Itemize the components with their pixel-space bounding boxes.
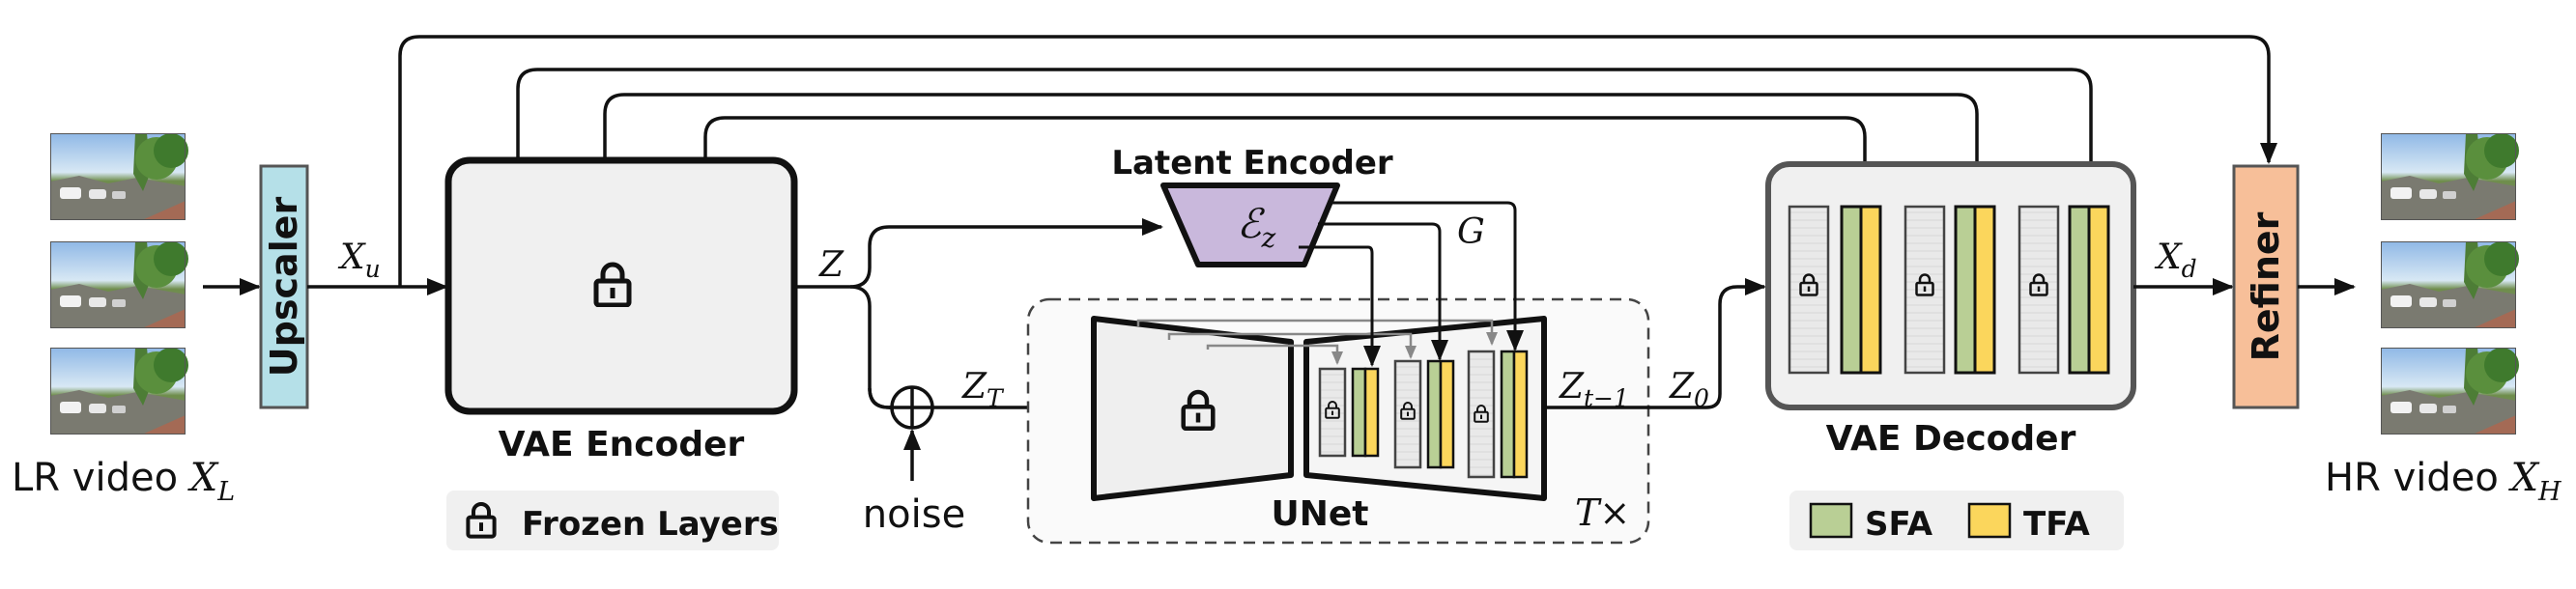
legend-tfa-label: TFA	[2023, 505, 2091, 544]
unet-frozen-layer	[1467, 350, 1496, 479]
signal-z: Z	[818, 245, 844, 285]
unet-label: UNet	[1272, 494, 1369, 534]
decoder-sfa-layer	[1954, 205, 1977, 375]
legend-sfa-label: SFA	[1865, 505, 1933, 544]
output-frame-1	[2380, 133, 2520, 220]
signal-z0: Z0	[1669, 367, 1709, 412]
unet-tfa-layer	[1363, 367, 1380, 458]
vae-decoder-label: VAE Decoder	[1826, 419, 2076, 459]
input-frame-2	[49, 241, 189, 328]
input-frame-3	[49, 348, 189, 435]
unet-sfa-layer	[1351, 367, 1367, 458]
decoder-tfa-layer	[1973, 205, 1996, 375]
output-frame-2	[2380, 241, 2520, 328]
output-label: HR video XH	[2325, 456, 2562, 507]
output-frame-3	[2380, 348, 2520, 435]
decoder-sfa-layer	[2068, 205, 2091, 375]
unet-repeat: T×	[1575, 491, 1630, 534]
arrow-z-to-latent-encoder	[794, 218, 1163, 289]
refiner-label: Refiner	[2245, 211, 2287, 361]
unet-skip-inner	[1206, 344, 1343, 365]
latent-encoder-label: Latent Encoder	[1111, 144, 1393, 182]
unet-skip-outer	[1136, 319, 1498, 346]
skip-xu-to-refiner	[398, 35, 2277, 287]
latent-encoder-block	[1160, 182, 1340, 267]
legend-adapters	[1789, 491, 2124, 550]
signal-zT: ZT	[961, 367, 1005, 412]
legend-frozen-label: Frozen Layers	[522, 505, 779, 544]
decoder-tfa-layer	[1859, 205, 1882, 375]
arrow-z0-to-decoder	[1705, 278, 1766, 409]
refiner-block	[2232, 164, 2300, 409]
arrow-g-to-unet-3	[1330, 201, 1524, 351]
legend-frozen	[446, 491, 779, 550]
unet-sfa-layer	[1500, 350, 1516, 479]
noise-label: noise	[863, 492, 965, 537]
vae-encoder-label: VAE Encoder	[499, 425, 745, 464]
signal-g: G	[1457, 212, 1485, 252]
legend-tfa-swatch	[1967, 502, 2012, 539]
signal-xd: Xd	[2154, 238, 2197, 283]
unet-sfa-layer	[1426, 359, 1443, 469]
unet-skip-mid	[1167, 332, 1417, 359]
arrow-g-to-unet-1	[1299, 245, 1381, 367]
vae-encoder-block	[444, 156, 798, 415]
legend-sfa-swatch	[1809, 502, 1853, 539]
input-frame-1	[49, 133, 189, 220]
decoder-tfa-layer	[2087, 205, 2110, 375]
signal-zt1: Zt−1	[1559, 367, 1629, 412]
unet-tfa-layer	[1512, 350, 1529, 479]
signal-xu: Xu	[337, 238, 381, 283]
upscaler-label: Upscaler	[263, 197, 305, 378]
latent-encoder-symbol: ℰz	[1237, 200, 1275, 254]
decoder-sfa-layer	[1840, 205, 1863, 375]
input-label: LR video XL	[12, 456, 235, 507]
skip-encoder-to-decoder-2	[603, 93, 1986, 207]
unet-tfa-layer	[1439, 359, 1455, 469]
skip-encoder-to-decoder-1	[703, 116, 1874, 207]
skip-encoder-to-decoder-3	[516, 68, 2100, 207]
arrow-g-to-unet-2	[1318, 222, 1448, 361]
